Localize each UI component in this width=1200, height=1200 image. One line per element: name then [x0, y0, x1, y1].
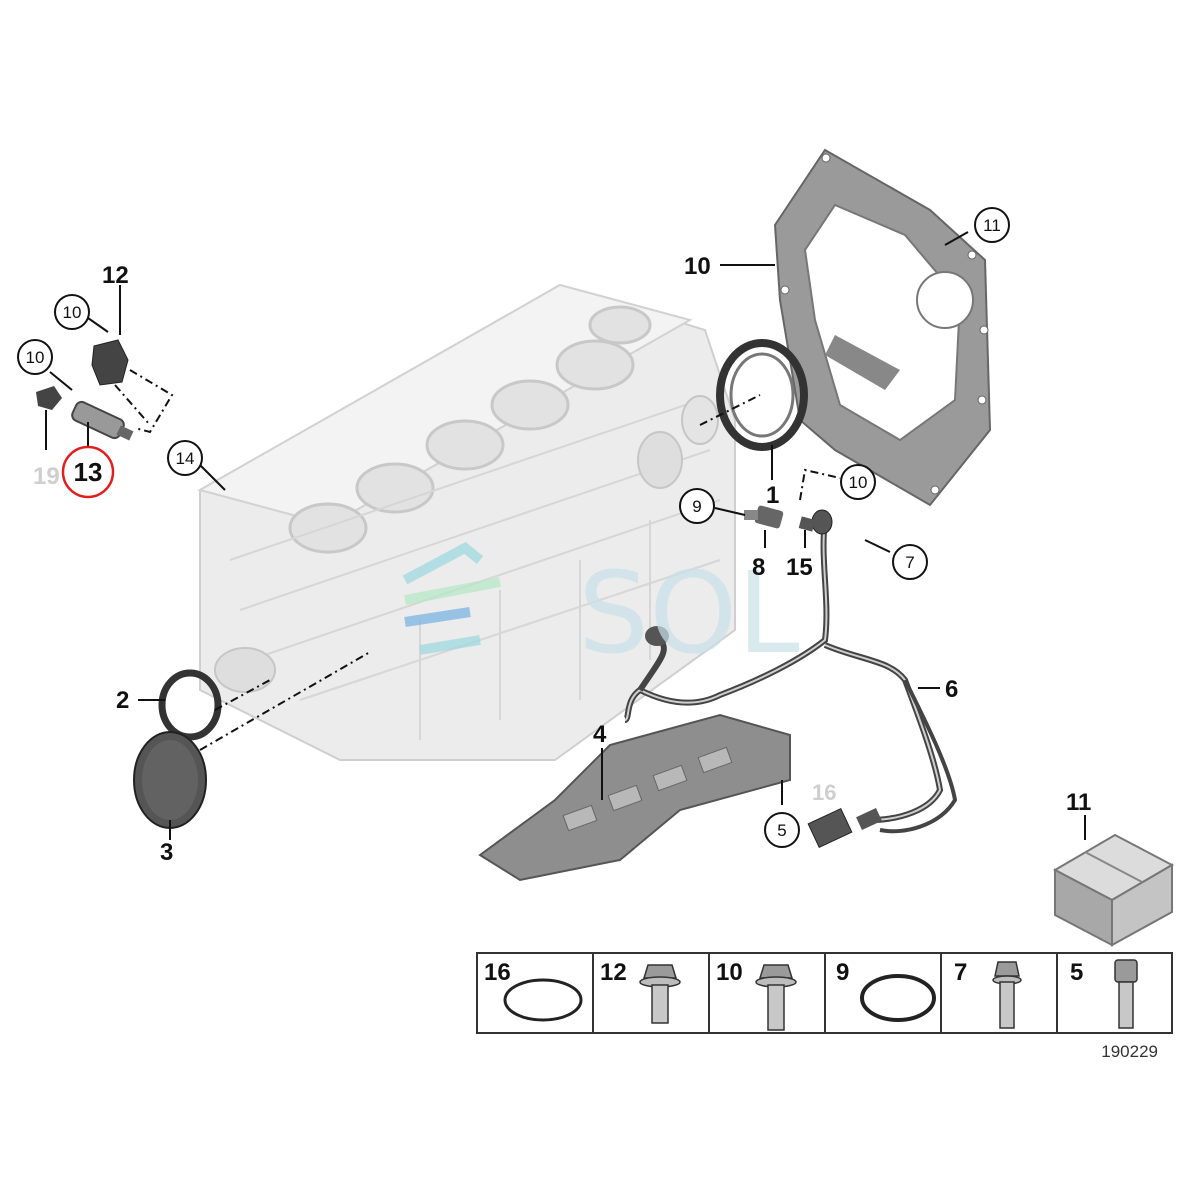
callout-17: 15 [786, 554, 813, 581]
table-number-16: 16 [484, 959, 511, 986]
callout-19: 19 [33, 463, 60, 490]
callout-7: 7 [905, 553, 914, 572]
socket-bolt-icon [1114, 959, 1138, 1029]
callout-9: 9 [692, 497, 701, 516]
callout-10-b: 10 [26, 348, 45, 367]
table-number-5: 5 [1070, 959, 1083, 986]
sleeve-17 [798, 516, 816, 532]
leader-lines [45, 231, 1086, 840]
callout-8: 8 [752, 554, 765, 581]
table-number-9: 9 [836, 959, 849, 986]
bolt-19 [36, 386, 62, 410]
callouts: 12 10 10 19 13 14 10 11 1 10 9 8 15 7 6 … [17, 207, 1091, 866]
callout-6: 6 [945, 676, 958, 703]
callout-5: 5 [777, 821, 786, 840]
callout-12: 11 [983, 216, 1001, 235]
callout-13: 11 [1066, 789, 1091, 816]
rear-cover-plate [773, 148, 992, 507]
flange-bolt-icon [639, 964, 681, 1024]
crankshaft-seal-ring [716, 339, 808, 451]
watermark-text: SOL [578, 549, 800, 679]
callout-11: 10 [684, 253, 711, 280]
flange-bolt-icon [755, 964, 797, 1031]
seal-2 [158, 669, 222, 741]
table-number-7: 7 [954, 959, 967, 986]
callout-16: 14 [176, 449, 195, 468]
sensor-cap-14 [91, 339, 129, 386]
wiring-harness-6 [623, 519, 958, 834]
watermark-logo: SOL [402, 542, 800, 679]
hex-bolt-icon [992, 961, 1022, 1029]
callout-10-a: 10 [63, 303, 82, 322]
callout-10-c: 10 [849, 473, 868, 492]
connector-18 [807, 807, 853, 849]
oil-baffle-4 [478, 713, 791, 882]
callout-2: 2 [116, 687, 129, 714]
diagram-number: 190229 [1101, 1042, 1158, 1061]
engine-block [197, 283, 736, 761]
box-13 [1052, 833, 1175, 947]
callout-14: 12 [102, 262, 129, 289]
cover-cap-3 [133, 731, 207, 829]
sensor-8 [744, 505, 784, 529]
table-number-12: 12 [600, 959, 627, 986]
callout-4: 4 [593, 721, 607, 748]
callout-15: 13 [74, 457, 103, 487]
callout-1: 1 [766, 482, 779, 509]
callout-18: 16 [812, 780, 836, 805]
solenoid-valve-15 [71, 400, 134, 441]
parts-table: 16 12 10 9 7 5 [476, 952, 1173, 1034]
knock-sensor-7 [811, 509, 833, 535]
table-number-10: 10 [716, 959, 743, 986]
callout-3: 3 [160, 839, 173, 866]
